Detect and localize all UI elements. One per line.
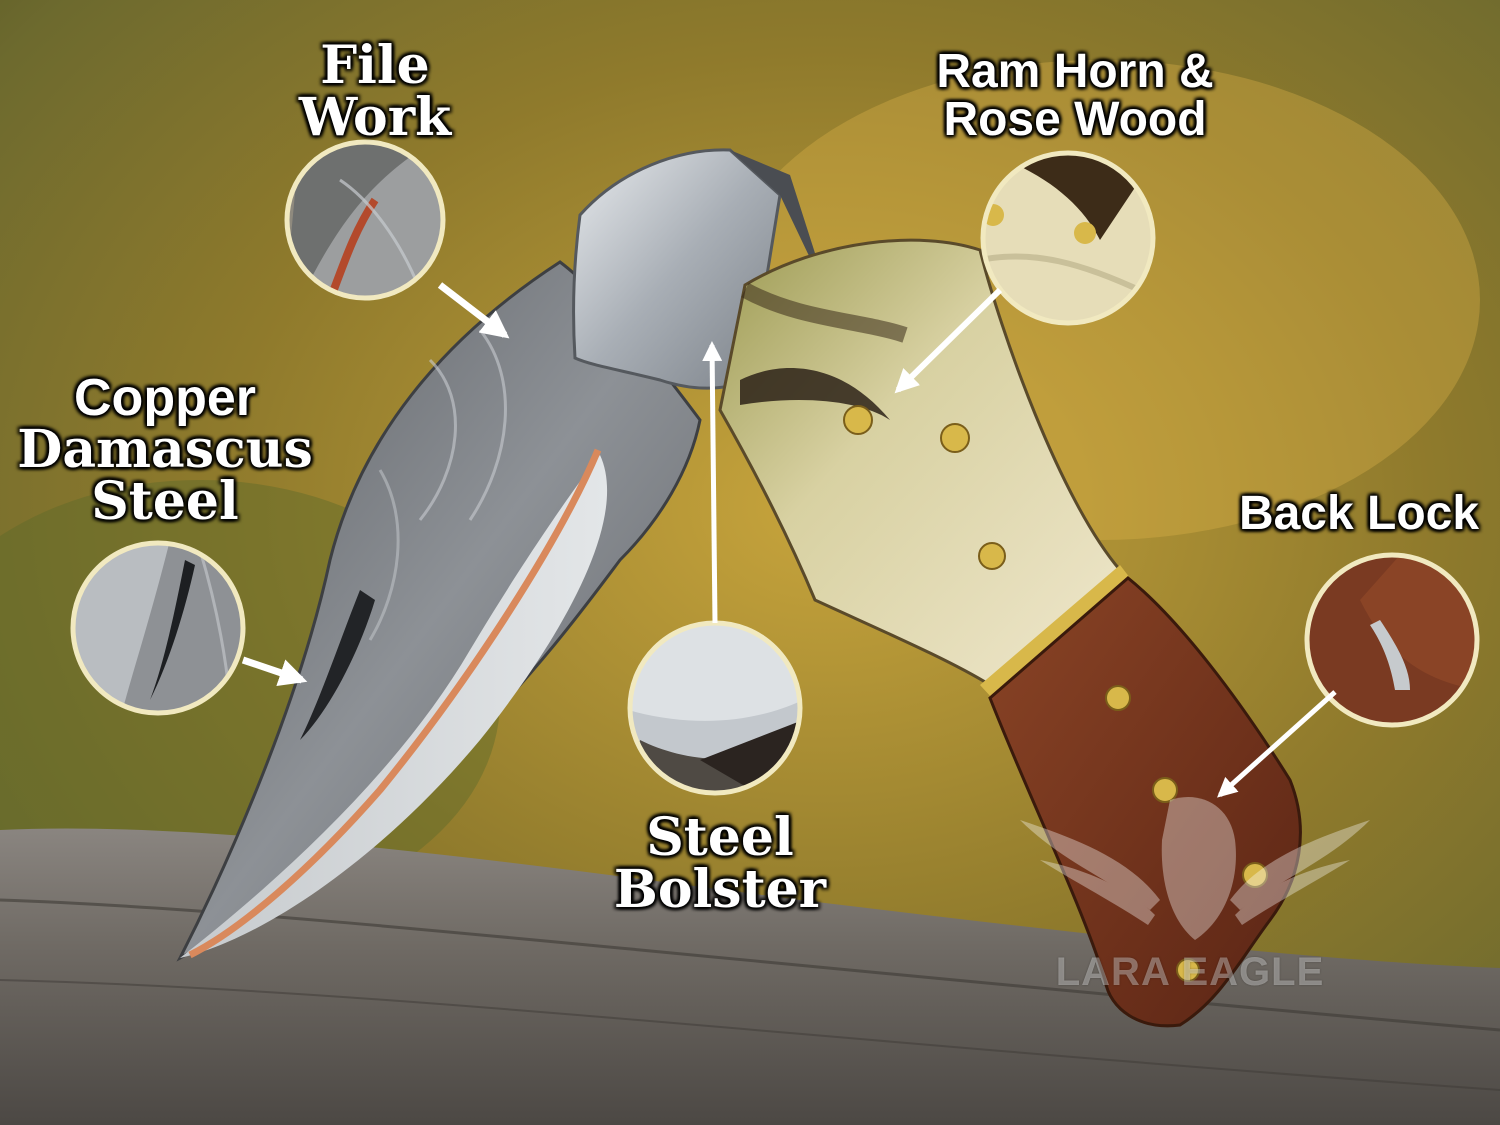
label-line: Steel (646, 807, 794, 868)
bolster-spine (730, 150, 830, 300)
brass-pin (843, 405, 873, 435)
callout-copper (70, 540, 246, 716)
horn-dark-streak (740, 368, 890, 420)
label-ram-horn: Ram Horn & Rose Wood (900, 48, 1250, 144)
damascus-pattern (368, 469, 400, 641)
label-line: Work (298, 87, 452, 148)
label-line: Copper (74, 369, 256, 427)
log-grain (0, 979, 1500, 1091)
wooden-log (0, 828, 1500, 1125)
brass-pin (1176, 958, 1200, 982)
brass-pin (1152, 777, 1178, 803)
callout-ram-horn (980, 150, 1156, 326)
arrow-steel-bolster (702, 341, 723, 624)
label-line: Ram Horn & (936, 45, 1214, 98)
callout-back-lock (1304, 552, 1480, 728)
rosewood-handle (988, 576, 1302, 1028)
brass-pin (978, 542, 1006, 570)
arrow-back-lock (1217, 690, 1337, 798)
label-steel-bolster: Steel Bolster (600, 812, 840, 916)
brass-pin (1242, 862, 1268, 888)
blade-edge (180, 455, 608, 958)
label-file-work: File Work (280, 40, 470, 144)
blade-fuller (300, 590, 375, 740)
brass-pin (1105, 685, 1131, 711)
damascus-pattern (468, 329, 507, 521)
label-line: File (320, 35, 430, 96)
eagle-logo-icon (1020, 796, 1370, 940)
label-line: Rose Wood (943, 93, 1207, 146)
callout-file-work (284, 139, 446, 301)
horn-dark-streak (741, 282, 908, 343)
callout-steel-bolster (627, 620, 803, 796)
arrow-copper (241, 656, 308, 687)
steel-bolster (572, 148, 782, 390)
label-back-lock: Back Lock (1218, 490, 1500, 538)
copper-line (188, 448, 602, 959)
label-line: Back Lock (1238, 487, 1480, 540)
label-line: Damascus (17, 419, 313, 480)
arrow-file-work (437, 282, 510, 339)
brass-spacer (980, 565, 1130, 698)
label-line: Steel (91, 471, 239, 532)
arrow-ram-horn (894, 287, 1003, 394)
brand-watermark: LARA EAGLE (1055, 950, 1325, 994)
damascus-pattern (418, 358, 457, 521)
ram-horn-handle (718, 238, 1123, 687)
brass-pin (940, 423, 970, 453)
label-line: Bolster (613, 859, 827, 920)
label-copper-damascus: Copper Damascus Steel (10, 372, 320, 528)
